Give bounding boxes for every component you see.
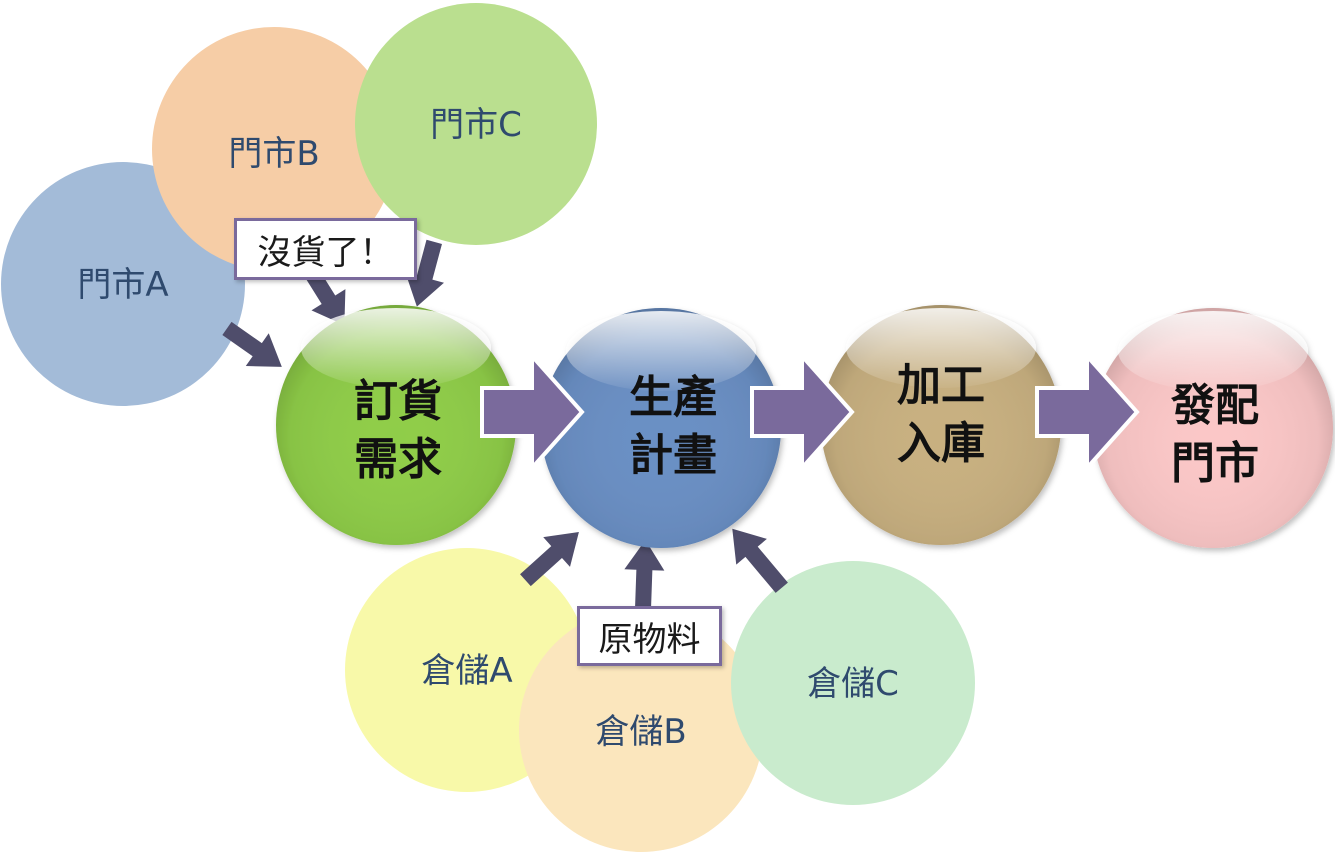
warehouse-c-label: 倉儲C [807,664,899,704]
step-production-plan-line2: 計畫 [629,430,717,481]
arrow-plan-to-process [750,350,855,474]
step-process-storage-line2: 入庫 [897,418,985,469]
store-a-label: 門市A [77,265,168,305]
warehouse-a-label: 倉儲A [421,651,512,691]
warehouse-b-circle [519,608,763,852]
step-process-storage [821,305,1061,545]
step-order-demand [276,305,516,545]
step-distribute-stores [1093,308,1333,548]
callout-raw-material: 原物料 [577,606,722,666]
step-distribute-stores-line2: 門市 [1171,438,1259,489]
arrow-warehouse-a-to-plan [520,531,579,587]
warehouse-b-label: 倉儲B [595,712,686,752]
step-production-plan-line1: 生產 [629,372,717,423]
warehouse-c-circle [731,561,975,805]
arrow-order-to-plan [480,350,585,474]
arrow-process-to-distribute [1035,350,1140,474]
store-c-circle [355,3,597,245]
arrow-store-b-to-order [304,268,346,326]
callout-out-of-stock: 沒貨了！ [234,218,417,280]
step-order-demand-line2: 需求 [354,434,442,485]
arrow-store-a-to-order [222,321,282,367]
arrow-warehouse-c-to-plan [732,528,788,593]
step-order-demand-line1: 訂貨 [354,376,442,427]
store-c-label: 門市C [430,105,522,145]
step-process-storage-line1: 加工 [897,360,985,411]
step-distribute-stores-line1: 發配 [1170,380,1259,431]
arrow-warehouse-b-to-plan [624,540,665,608]
store-b-circle [152,27,396,271]
step-production-plan [541,308,781,548]
arrow-store-c-to-order [405,239,444,307]
store-b-label: 門市B [228,134,319,174]
